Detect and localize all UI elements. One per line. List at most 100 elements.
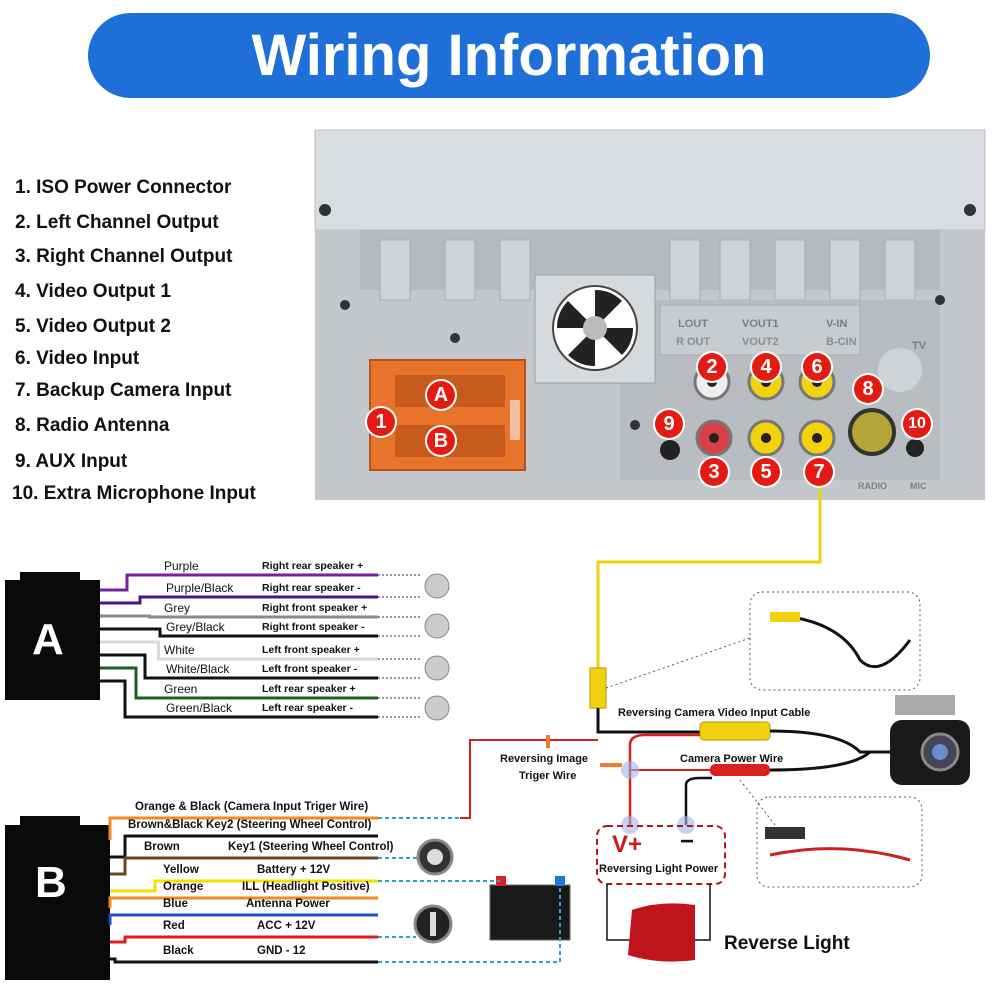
badge-8: 8 bbox=[854, 375, 882, 403]
badge-6: 6 bbox=[803, 353, 831, 381]
wire-function-label: Left rear speaker - bbox=[262, 702, 354, 714]
reversing-camera-icon bbox=[890, 695, 970, 785]
wire-color-label: Red bbox=[163, 920, 185, 932]
connector-a-block bbox=[5, 572, 100, 700]
panel-label: B-CIN bbox=[826, 336, 857, 348]
panel-label: TV bbox=[912, 340, 927, 352]
badge-7: 7 bbox=[805, 458, 833, 486]
port-item: 8. Radio Antenna bbox=[15, 415, 170, 436]
v-plus-label: V+ bbox=[612, 831, 643, 858]
wire-a-2 bbox=[100, 614, 378, 619]
video-cable-label: Reversing Camera Video Input Cable bbox=[618, 707, 811, 719]
minus-label: − bbox=[680, 828, 695, 855]
wire-function-label: ACC + 12V bbox=[257, 920, 316, 932]
panel-label: MIC bbox=[910, 481, 927, 491]
panel-label: VOUT1 bbox=[742, 318, 779, 330]
port-item: 1. ISO Power Connector bbox=[15, 177, 232, 198]
wire-a-4 bbox=[100, 640, 378, 661]
panel-label: LOUT bbox=[678, 318, 708, 330]
wire-color-label: Purple/Black bbox=[166, 581, 234, 595]
trigger-wire-label-2: Triger Wire bbox=[519, 770, 577, 782]
wire-function-label: Right rear speaker - bbox=[262, 582, 361, 594]
badge-a: A bbox=[427, 381, 455, 409]
wire-color-label: White bbox=[164, 643, 195, 657]
page-title: Wiring Information bbox=[251, 23, 767, 88]
port-item: 2. Left Channel Output bbox=[15, 212, 219, 233]
port-item: 10. Extra Microphone Input bbox=[12, 483, 256, 504]
reversing-light-power-label: Reversing Light Power bbox=[599, 863, 719, 875]
wire-a-0 bbox=[100, 573, 378, 592]
badge-5: 5 bbox=[752, 458, 780, 486]
wire-a-5 bbox=[100, 653, 378, 680]
title-banner: Wiring Information bbox=[88, 13, 930, 98]
wire-color-label: Green/Black bbox=[166, 701, 233, 715]
wire-color-label: White/Black bbox=[166, 662, 230, 676]
badge-3: 3 bbox=[700, 458, 728, 486]
wire-function-label: Right front speaker + bbox=[262, 602, 368, 614]
camera-power-wire-label: Camera Power Wire bbox=[680, 753, 784, 765]
wire-b-7 bbox=[110, 957, 378, 964]
wire-b-5 bbox=[108, 913, 378, 925]
wire-function-label: ILL (Headlight Positive) bbox=[242, 881, 370, 893]
wire-color-label: Green bbox=[164, 682, 198, 696]
wire-color-label: Yellow bbox=[163, 864, 199, 876]
port-item: 4. Video Output 1 bbox=[15, 281, 171, 302]
wire-color-label: Purple bbox=[164, 559, 199, 573]
battery-icon bbox=[489, 876, 571, 941]
wire-color-label: Blue bbox=[163, 898, 188, 910]
trigger-wire-label: Reversing Image bbox=[500, 753, 589, 765]
panel-label: R OUT bbox=[676, 336, 711, 348]
wire-b-2 bbox=[110, 856, 378, 876]
wire-b-4 bbox=[108, 896, 378, 908]
panel-label: V-IN bbox=[826, 318, 848, 330]
panel-label: VOUT2 bbox=[742, 336, 779, 348]
wire-function-label: Left rear speaker + bbox=[262, 683, 356, 695]
port-item: 7. Backup Camera Input bbox=[15, 380, 232, 401]
connector-b-wires bbox=[108, 816, 378, 964]
wire-function-label: Battery + 12V bbox=[257, 864, 331, 876]
wire-label: Orange & Black (Camera Input Triger Wire… bbox=[135, 801, 369, 813]
badge-b: B bbox=[427, 427, 455, 455]
wire-color-label: Orange bbox=[163, 881, 204, 893]
wire-a-3 bbox=[100, 627, 378, 638]
rca-plug-icon bbox=[589, 667, 607, 709]
wire-function-label: Antenna Power bbox=[246, 898, 330, 910]
badge-1: 1 bbox=[367, 408, 395, 436]
badge-4: 4 bbox=[752, 353, 780, 381]
wire-function-label: Right front speaker - bbox=[262, 621, 365, 633]
connector-b-block bbox=[5, 816, 110, 980]
connector-a-wires bbox=[100, 573, 422, 719]
wire-b-3 bbox=[110, 879, 378, 893]
wire-a-7 bbox=[100, 679, 378, 719]
wire-color-label: Grey bbox=[164, 601, 191, 615]
connector-a-label: A bbox=[32, 615, 64, 664]
wire-function-label: Right rear speaker + bbox=[262, 560, 364, 572]
wire-color-label: Black bbox=[163, 945, 194, 957]
wire-b-1 bbox=[110, 834, 378, 859]
wire-function-label: Left front speaker - bbox=[262, 663, 358, 675]
wire-b-0 bbox=[108, 816, 378, 840]
wire-function-label: Left front speaker + bbox=[262, 644, 360, 656]
panel-label: RADIO bbox=[858, 481, 887, 491]
reverse-light-icon bbox=[628, 903, 695, 962]
badge-9: 9 bbox=[655, 410, 683, 438]
head-unit bbox=[314, 129, 986, 500]
wire-label: Brown&Black Key2 (Steering Wheel Control… bbox=[128, 819, 372, 831]
wire-function-label: GND - 12 bbox=[257, 945, 306, 957]
port-item: 5. Video Output 2 bbox=[15, 316, 171, 337]
wire-a-6 bbox=[100, 666, 378, 700]
badge-2: 2 bbox=[698, 353, 726, 381]
reverse-light-label: Reverse Light bbox=[724, 933, 850, 954]
wire-function-label: Key1 (Steering Wheel Control) bbox=[228, 841, 394, 853]
badge-10: 10 bbox=[903, 410, 931, 438]
wire-b-6 bbox=[110, 935, 378, 944]
wire-color-label: Grey/Black bbox=[166, 620, 225, 634]
port-item: 6. Video Input bbox=[15, 348, 140, 369]
speaker-icons bbox=[424, 573, 450, 721]
port-item: 9. AUX Input bbox=[15, 451, 128, 472]
port-item: 3. Right Channel Output bbox=[15, 246, 233, 267]
wire-color-label: Brown bbox=[144, 841, 180, 853]
connector-b-label: B bbox=[35, 858, 67, 907]
